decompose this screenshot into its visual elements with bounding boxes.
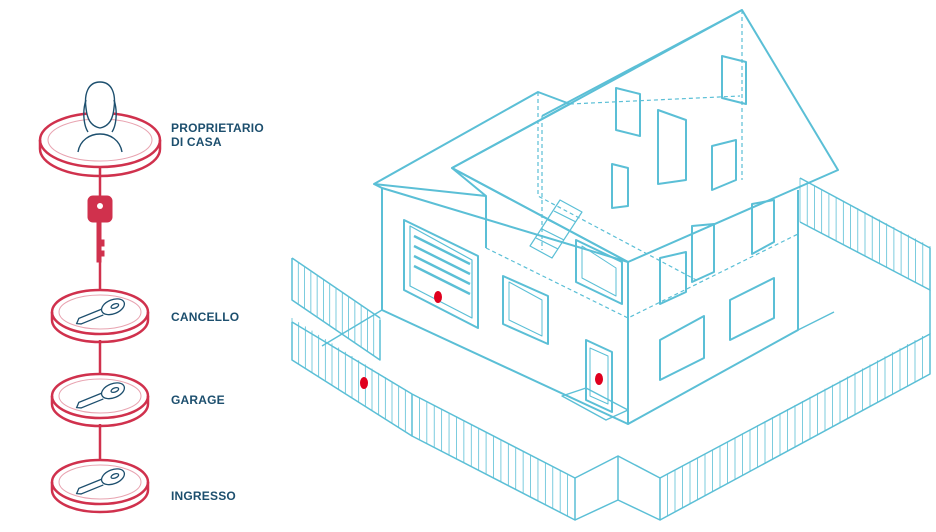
garage-door xyxy=(403,219,479,329)
lock-markers xyxy=(360,291,603,389)
owner-label-line2: DI CASA xyxy=(171,135,222,149)
garage-label: GARAGE xyxy=(171,393,225,407)
entrance-door xyxy=(561,339,629,421)
fence xyxy=(291,177,931,521)
master-key-icon xyxy=(87,195,113,263)
gate-lock-dot xyxy=(360,377,368,389)
key-icon xyxy=(75,298,126,325)
owner-label-line1: PROPRIETARIO xyxy=(171,121,264,135)
key-icon xyxy=(75,382,126,409)
windows xyxy=(502,55,775,381)
owner-label: PROPRIETARIO DI CASA xyxy=(171,121,264,149)
fence-slats xyxy=(291,178,931,520)
key-hierarchy xyxy=(38,81,162,514)
garage-roof xyxy=(373,91,571,197)
house-icon xyxy=(291,9,931,521)
key-icon xyxy=(75,468,126,495)
roof-ridge-left xyxy=(541,9,743,117)
person-icon xyxy=(77,81,123,153)
entrance-lock-dot xyxy=(595,373,603,385)
entrance-label: INGRESSO xyxy=(171,489,236,503)
gate-label: CANCELLO xyxy=(171,310,240,324)
stairs xyxy=(529,199,583,259)
house-side-wall xyxy=(627,190,799,425)
garage-lock-dot xyxy=(434,291,442,303)
house-front-wall xyxy=(381,187,629,425)
roof-left xyxy=(451,167,629,280)
